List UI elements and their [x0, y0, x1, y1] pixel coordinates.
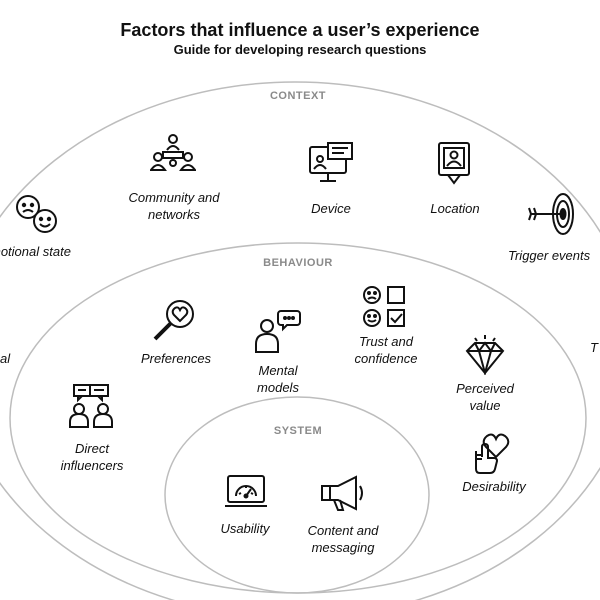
community-network-icon	[150, 133, 196, 173]
person-thought-icon	[253, 308, 301, 354]
trigger-events-label: Trigger events	[508, 248, 591, 263]
left-partial-label: al	[0, 351, 11, 366]
megaphone-icon	[320, 474, 366, 514]
desirability-label: Desirability	[462, 479, 526, 494]
target-arrow-icon	[527, 191, 577, 237]
page-title: Factors that influence a user’s experien…	[120, 20, 480, 40]
hand-heart-icon	[470, 429, 516, 475]
device-monitor-icon	[308, 141, 354, 185]
location-pin-icon	[436, 140, 472, 186]
heart-magnifier-icon	[150, 298, 198, 344]
location-label: Location	[430, 201, 480, 216]
behaviour-zone-label: BEHAVIOUR	[263, 257, 333, 269]
direct-influencers-icon	[68, 383, 116, 429]
device-label: Device	[311, 201, 351, 216]
preferences-label: Preferences	[140, 351, 212, 366]
system-ellipse	[164, 396, 430, 594]
usability-label: Usability	[220, 521, 270, 536]
emoji-faces-icon	[12, 193, 60, 237]
page-subtitle: Guide for developing research questions	[173, 42, 427, 57]
diamond-icon	[463, 333, 507, 375]
right-partial-label: T	[590, 340, 598, 355]
context-ellipse	[0, 81, 600, 600]
trust-faces-checklist-icon	[360, 284, 410, 330]
context-zone-label: CONTEXT	[269, 90, 327, 102]
system-zone-label: SYSTEM	[273, 425, 323, 437]
emotional-state-label: motional state	[0, 244, 71, 259]
usability-gauge-icon	[224, 474, 268, 510]
